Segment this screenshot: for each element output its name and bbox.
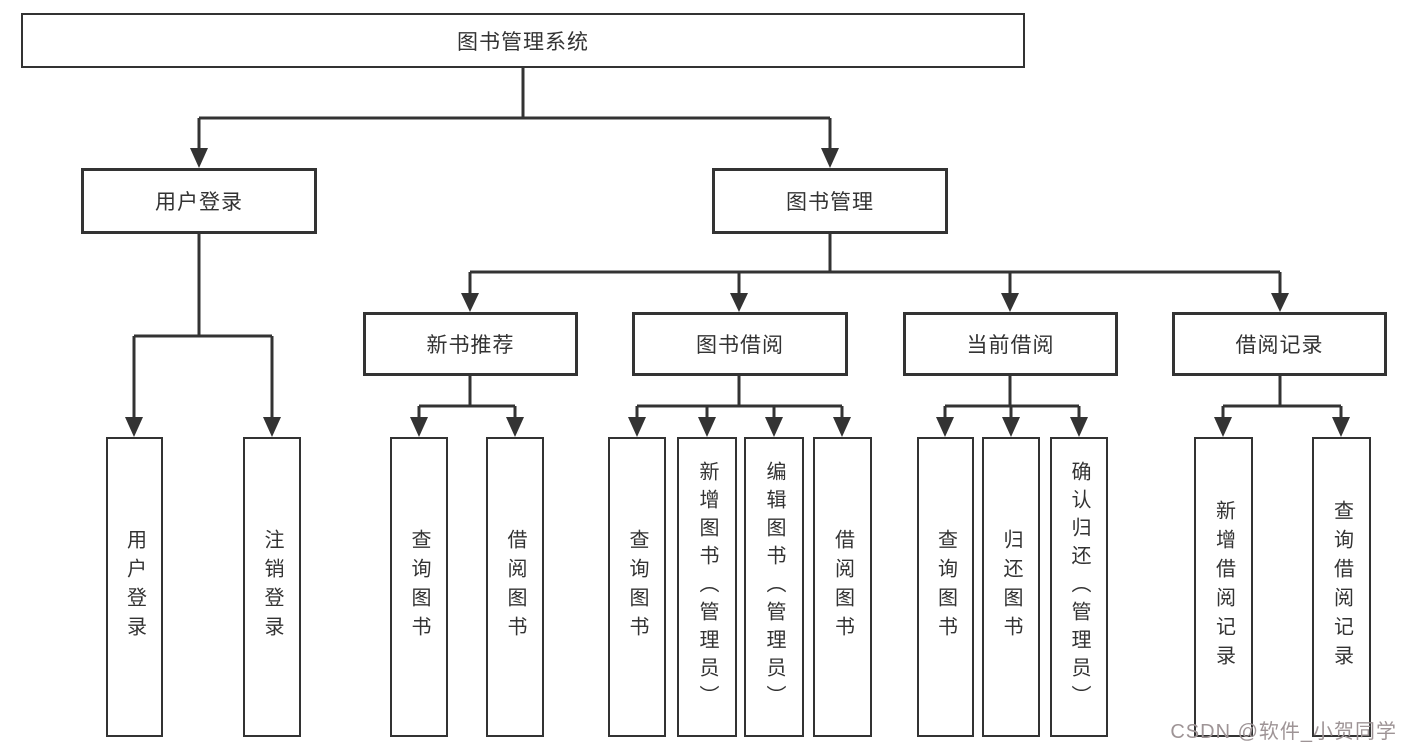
leaf-confirm-return-admin: 确认归还（管理员） bbox=[1050, 437, 1108, 737]
node-label: 当前借阅 bbox=[966, 334, 1055, 357]
edge-borrow-to-leaves bbox=[635, 376, 844, 421]
leaf-query-books-2: 查询图书 bbox=[608, 437, 666, 737]
arrowhead bbox=[1070, 417, 1088, 437]
leaf-add-borrow-record: 新增借阅记录 bbox=[1194, 437, 1253, 737]
node-label: 注销登录 bbox=[261, 529, 283, 645]
node-library-management-system: 图书管理系统 bbox=[21, 13, 1025, 68]
node-book-borrowing: 图书借阅 bbox=[632, 312, 848, 376]
node-label: 查询借阅记录 bbox=[1330, 500, 1353, 674]
arrowhead bbox=[1214, 417, 1232, 437]
arrowhead bbox=[1002, 417, 1020, 437]
node-label: 用户登录 bbox=[123, 529, 146, 645]
leaf-user-login: 用户登录 bbox=[106, 437, 163, 737]
leaf-logout: 注销登录 bbox=[243, 437, 301, 737]
arrowhead bbox=[410, 417, 428, 437]
node-borrowing-records: 借阅记录 bbox=[1172, 312, 1387, 376]
leaf-edit-books-admin: 编辑图书（管理员） bbox=[744, 437, 804, 737]
node-label: 新书推荐 bbox=[426, 334, 515, 357]
node-label: 查询图书 bbox=[934, 529, 957, 645]
leaf-borrow-books-2: 借阅图书 bbox=[813, 437, 872, 737]
node-label: 图书管理 bbox=[786, 191, 874, 214]
arrowhead bbox=[698, 417, 716, 437]
arrowhead bbox=[125, 417, 143, 437]
edge-current-to-leaves bbox=[943, 376, 1081, 421]
node-label: 借阅记录 bbox=[1235, 334, 1324, 357]
edge-root-to-level1 bbox=[197, 68, 832, 152]
edge-strokes bbox=[132, 68, 1343, 421]
node-user-login: 用户登录 bbox=[81, 168, 317, 234]
node-book-management: 图书管理 bbox=[712, 168, 948, 234]
csdn-watermark: CSDN @软件_小贺同学 bbox=[1170, 721, 1397, 743]
node-label: 借阅图书 bbox=[831, 529, 854, 645]
arrowhead bbox=[936, 417, 954, 437]
node-label: 归还图书 bbox=[1000, 529, 1022, 645]
node-label: 图书借阅 bbox=[696, 334, 784, 357]
arrowhead bbox=[765, 417, 783, 437]
arrowhead bbox=[1332, 417, 1350, 437]
edge-userlogin-to-leaves bbox=[132, 234, 274, 421]
node-label: 确认归还（管理员） bbox=[1068, 461, 1090, 713]
arrowhead bbox=[461, 293, 479, 312]
node-label: 新增图书（管理员） bbox=[696, 461, 718, 713]
edge-record-to-leaves bbox=[1221, 376, 1343, 421]
node-label: 查询图书 bbox=[626, 529, 648, 645]
node-current-borrowing: 当前借阅 bbox=[903, 312, 1118, 376]
leaf-query-books-1: 查询图书 bbox=[390, 437, 448, 737]
node-label: 编辑图书（管理员） bbox=[763, 461, 785, 713]
node-label: 新增借阅记录 bbox=[1212, 500, 1235, 674]
leaf-query-books-3: 查询图书 bbox=[917, 437, 974, 737]
arrowhead bbox=[730, 293, 748, 312]
leaf-borrow-books-1: 借阅图书 bbox=[486, 437, 544, 737]
arrowhead bbox=[1001, 293, 1019, 312]
arrowhead bbox=[1271, 293, 1289, 312]
node-label: 图书管理系统 bbox=[457, 30, 589, 54]
arrowhead bbox=[506, 417, 524, 437]
leaf-query-borrow-record: 查询借阅记录 bbox=[1312, 437, 1371, 737]
edge-bookmgmt-to-level2 bbox=[468, 234, 1282, 297]
arrowhead bbox=[628, 417, 646, 437]
arrowhead bbox=[263, 417, 281, 437]
leaf-add-books-admin: 新增图书（管理员） bbox=[677, 437, 737, 737]
edge-newbook-to-leaves bbox=[417, 376, 517, 421]
arrowhead bbox=[821, 148, 839, 168]
node-label: 借阅图书 bbox=[504, 529, 526, 645]
arrowhead bbox=[190, 148, 208, 168]
arrowheads bbox=[125, 148, 1350, 437]
node-label: 用户登录 bbox=[155, 191, 243, 214]
leaf-return-books: 归还图书 bbox=[982, 437, 1040, 737]
node-label: 查询图书 bbox=[408, 529, 430, 645]
node-new-book-recommendation: 新书推荐 bbox=[363, 312, 578, 376]
arrowhead bbox=[833, 417, 851, 437]
